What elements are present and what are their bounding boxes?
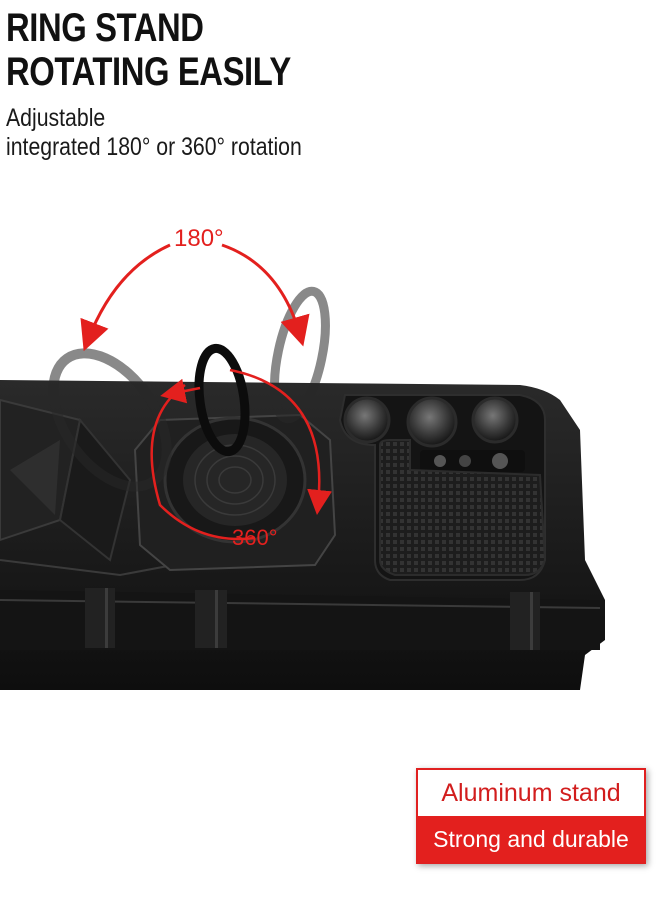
subtitle: Adjustable integrated 180° or 360° rotat… bbox=[6, 104, 302, 162]
feature-badge: Aluminum stand Strong and durable bbox=[416, 768, 646, 864]
phone-case-illustration: 180° 360° bbox=[0, 225, 605, 690]
headline: RING STAND ROTATING EASILY bbox=[6, 6, 291, 94]
subtitle-line-2: integrated 180° or 360° rotation bbox=[6, 133, 302, 161]
headline-line-2: ROTATING EASILY bbox=[6, 50, 291, 94]
badge-title: Aluminum stand bbox=[441, 778, 621, 807]
rotation-label-360: 360° bbox=[232, 525, 278, 550]
subtitle-line-1: Adjustable bbox=[6, 104, 106, 132]
ring-holder-icon bbox=[48, 286, 330, 544]
headline-line-1: RING STAND bbox=[6, 6, 204, 50]
camera-module bbox=[338, 394, 547, 581]
rotation-arrows-icon bbox=[80, 243, 332, 541]
badge-caption: Strong and durable bbox=[418, 816, 644, 862]
rotation-label-180: 180° bbox=[174, 225, 224, 252]
